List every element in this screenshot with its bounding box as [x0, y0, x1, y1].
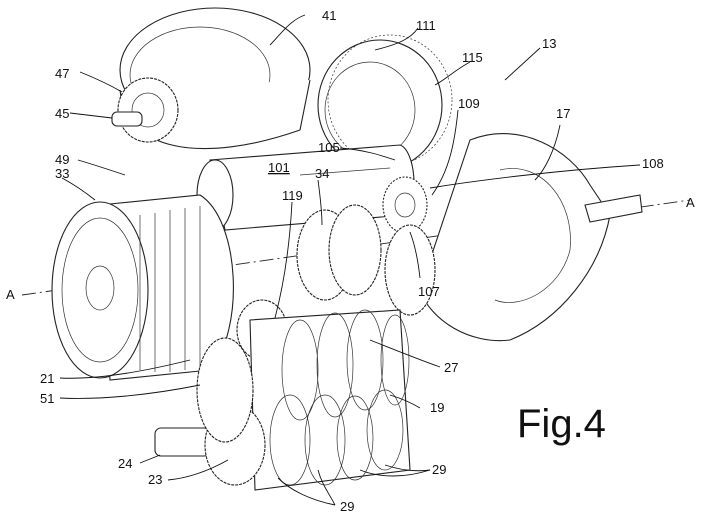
figure-caption: Fig.4	[517, 402, 606, 446]
leader-lines	[59, 14, 641, 506]
label-115: 115	[462, 50, 483, 65]
axis-label-right: A	[686, 195, 695, 210]
label-19: 19	[430, 400, 444, 415]
gear-stack-34	[296, 204, 436, 316]
gearbox-19	[249, 309, 411, 491]
label-23: 23	[148, 472, 162, 487]
label-101: 101	[268, 160, 290, 175]
gear-47	[111, 77, 179, 143]
label-21: 21	[40, 371, 54, 386]
gear-109	[382, 176, 428, 234]
label-27: 27	[444, 360, 458, 375]
label-34: 34	[315, 166, 329, 181]
clutch-33	[51, 194, 234, 381]
label-51: 51	[40, 391, 54, 406]
crankshaft-part	[419, 133, 643, 342]
label-17: 17	[556, 106, 570, 121]
cylinder-101	[196, 144, 415, 231]
label-119: 119	[282, 188, 303, 203]
label-29-bottom: 29	[340, 499, 354, 514]
gear-21	[196, 337, 254, 443]
label-41: 41	[322, 8, 336, 23]
label-29-right-a: 29	[432, 462, 446, 477]
label-45: 45	[55, 106, 69, 121]
label-105: 105	[318, 140, 340, 155]
label-13: 13	[542, 36, 556, 51]
label-111: 111	[416, 18, 436, 33]
label-49: 49	[55, 152, 69, 167]
label-24: 24	[118, 456, 132, 471]
label-109: 109	[458, 96, 480, 111]
axis-label-left: A	[6, 287, 15, 302]
label-33: 33	[55, 166, 69, 181]
label-47: 47	[55, 66, 69, 81]
label-107: 107	[418, 284, 440, 299]
ring-gear-111	[317, 34, 453, 171]
label-108: 108	[642, 156, 664, 171]
